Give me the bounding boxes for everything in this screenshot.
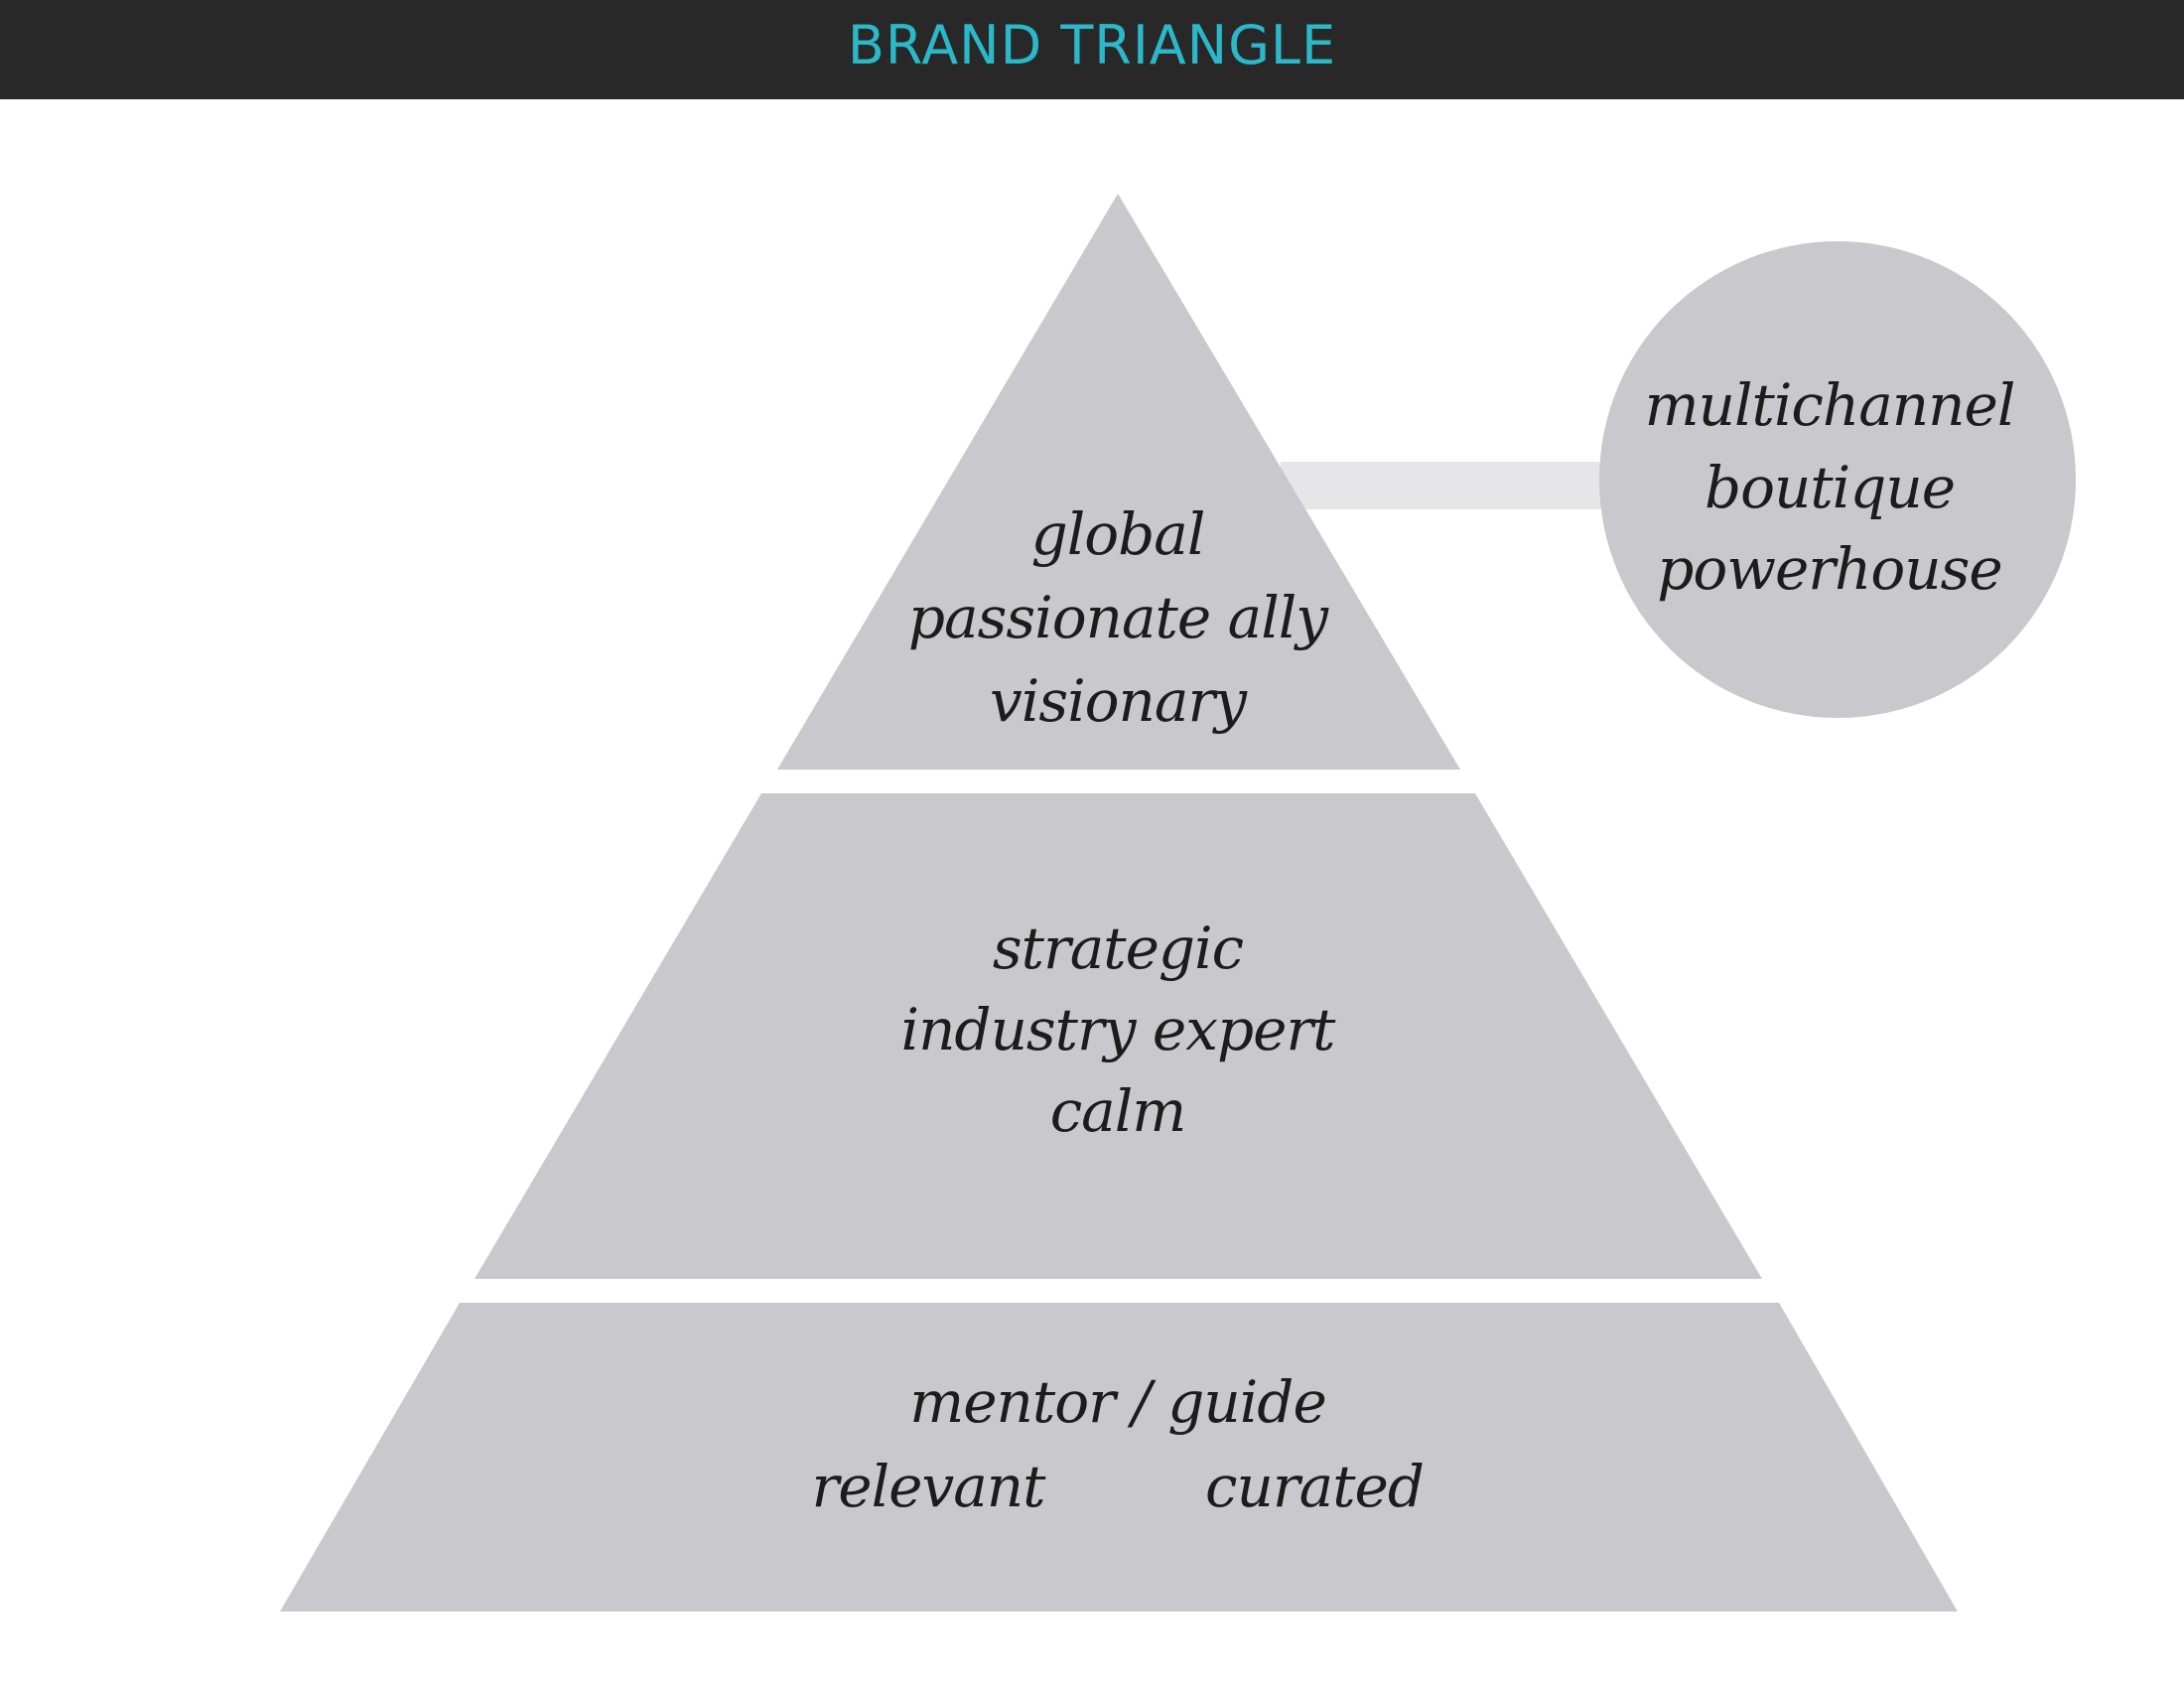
top-tier-line-3: visionary <box>990 667 1248 735</box>
middle-tier-line-1: strategic <box>993 914 1244 982</box>
bottom-tier-line-1: mentor / guide <box>909 1368 1326 1436</box>
circle-line-2: boutique <box>1705 454 1955 521</box>
connector-bar <box>1281 462 1613 509</box>
attribute-circle <box>1599 241 2076 718</box>
pyramid-middle-tier <box>475 793 1762 1279</box>
bottom-tier-right: curated <box>1205 1453 1424 1520</box>
top-tier-line-1: global <box>1031 500 1205 568</box>
middle-tier-line-2: industry expert <box>901 996 1337 1063</box>
circle-line-3: powerhouse <box>1657 535 2001 603</box>
header-bar <box>0 0 2184 99</box>
pyramid-bottom-tier <box>280 1303 1958 1612</box>
pyramid-top-tier <box>777 194 1460 770</box>
bottom-tier-left: relevant <box>812 1453 1047 1520</box>
top-tier-line-2: passionate ally <box>908 584 1329 651</box>
middle-tier-line-3: calm <box>1050 1077 1186 1145</box>
circle-line-1: multichannel <box>1645 371 2015 439</box>
page-title: BRAND TRIANGLE <box>847 14 1337 76</box>
